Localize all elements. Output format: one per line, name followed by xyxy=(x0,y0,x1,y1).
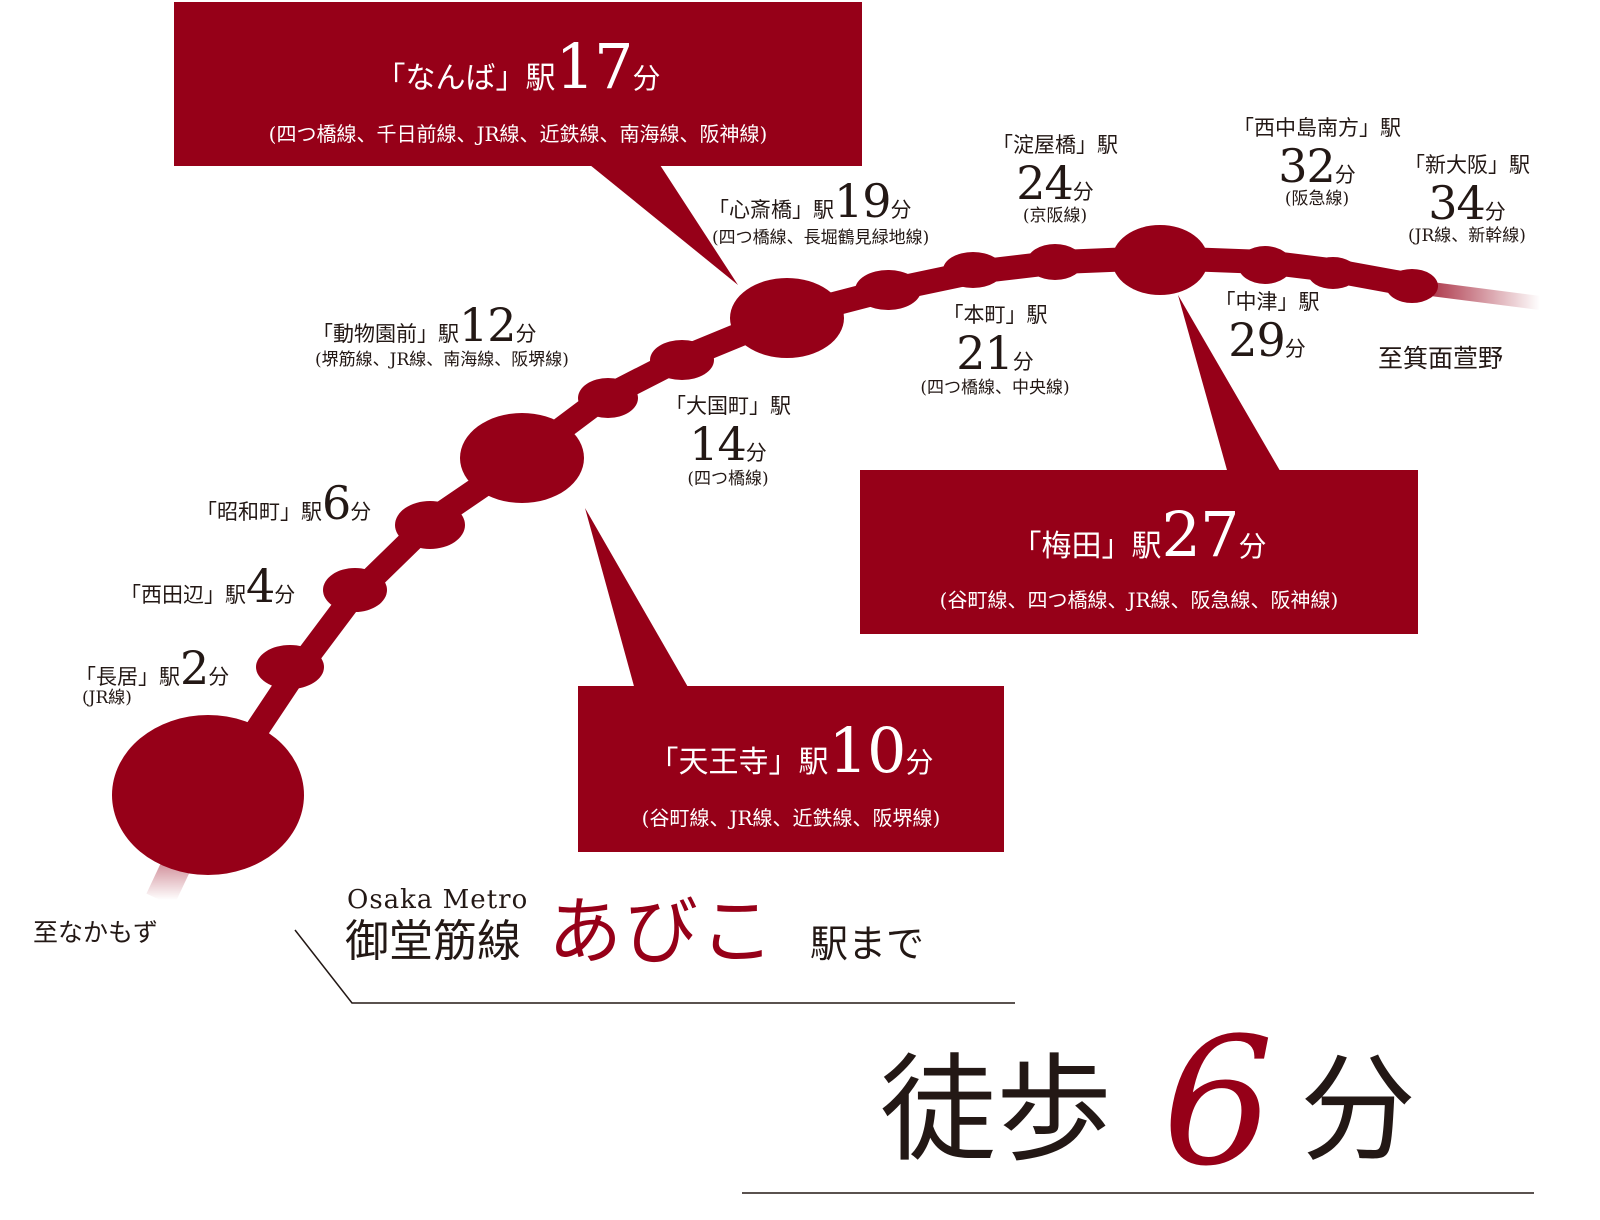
headline-company: Osaka Metro xyxy=(347,885,529,915)
station-nishinakajima-name: 「西中島南方」駅 xyxy=(1233,116,1401,140)
headline-rule-top xyxy=(294,929,1015,1004)
station-dobutsuen: 「動物園前」駅12分 xyxy=(312,302,537,348)
station-nakatsu: 「中津」駅 29分 xyxy=(1192,290,1342,364)
station-dot-daikokucho xyxy=(650,340,714,380)
station-dot-nakatsu xyxy=(1238,246,1292,284)
station-shinosaka: 「新大阪」駅 34分 (JR線、新幹線) xyxy=(1382,155,1552,245)
station-yodoyabashi: 「淀屋橋」駅 24分 (京阪線) xyxy=(975,135,1135,225)
station-nishitanabe-unit: 分 xyxy=(274,583,296,607)
walk-minutes: 6 xyxy=(1162,1000,1274,1205)
namba-unit: 分 xyxy=(632,62,661,95)
umeda-pointer xyxy=(1178,295,1290,488)
station-shinsaibashi-minutes: 19 xyxy=(834,174,892,228)
station-yodoyabashi-lines: (京阪線) xyxy=(1022,206,1088,226)
station-shinosaka-name: 「新大阪」駅 xyxy=(1404,153,1530,177)
station-daikokucho-name: 「大国町」駅 xyxy=(665,394,791,418)
station-showacho-name: 「昭和町」駅 xyxy=(196,500,322,524)
station-shinsaibashi: 「心斎橋」駅19分 xyxy=(708,178,912,224)
tennoji-callout: 「天王寺」駅10分 (谷町線、JR線、近鉄線、阪堺線) xyxy=(578,686,1004,852)
station-showacho-unit: 分 xyxy=(350,500,372,524)
station-dot-abiko xyxy=(112,715,304,875)
umeda-lines: (谷町線、四つ橋線、JR線、阪急線、阪神線) xyxy=(939,588,1339,612)
station-nagai: 「長居」駅2分 xyxy=(75,645,229,691)
station-daikokucho-unit: 分 xyxy=(745,441,767,465)
tennoji-minutes: 10 xyxy=(828,714,907,787)
station-nishitanabe-name: 「西田辺」駅 xyxy=(120,583,246,607)
station-dot-shinosaka xyxy=(1386,269,1438,303)
walk-unit: 分 xyxy=(1300,1043,1416,1178)
station-nishinakajima-unit: 分 xyxy=(1334,163,1356,187)
headline-line: 御堂筋線 xyxy=(345,916,521,967)
station-daikokucho-lines: (四つ橋線) xyxy=(687,469,769,489)
namba-pointer xyxy=(590,165,738,285)
namba-callout: 「なんば」駅17分 (四つ橋線、千日前線、JR線、近鉄線、南海線、阪神線) xyxy=(174,2,862,166)
station-yodoyabashi-unit: 分 xyxy=(1072,180,1094,204)
namba-minutes: 17 xyxy=(555,30,634,103)
station-hommachi-lines: (四つ橋線、中央線) xyxy=(920,378,1070,398)
station-dot-hommachi xyxy=(943,252,1003,288)
headline-station: あびこ xyxy=(548,889,776,975)
station-dot-nishitanabe xyxy=(323,568,387,612)
umeda-callout: 「梅田」駅27分 (谷町線、四つ橋線、JR線、阪急線、阪神線) xyxy=(860,470,1418,634)
station-dot-yodoyabashi xyxy=(1027,244,1083,280)
station-hommachi: 「本町」駅 21分 (四つ橋線、中央線) xyxy=(895,305,1095,397)
walk-label: 徒歩 xyxy=(880,1043,1112,1178)
tennoji-pointer xyxy=(585,508,700,708)
station-dot-dobutsuen xyxy=(578,378,638,418)
station-nishitanabe: 「西田辺」駅4分 xyxy=(120,563,295,609)
station-shinosaka-unit: 分 xyxy=(1484,200,1506,224)
station-dobutsuen-unit: 分 xyxy=(515,322,537,346)
station-daikokucho-minutes: 14 xyxy=(689,417,747,471)
umeda-unit: 分 xyxy=(1238,530,1267,563)
station-dot-shinsaibashi xyxy=(855,270,921,310)
station-yodoyabashi-minutes: 24 xyxy=(1016,156,1074,210)
station-nagai-name: 「長居」駅 xyxy=(75,665,180,689)
tennoji-unit: 分 xyxy=(905,746,934,779)
station-yodoyabashi-name: 「淀屋橋」駅 xyxy=(992,133,1118,157)
namba-name: 「なんば」駅 xyxy=(375,61,556,96)
station-nagai-lines: (JR線) xyxy=(82,688,132,708)
station-dot-nagai xyxy=(256,645,324,689)
station-showacho: 「昭和町」駅6分 xyxy=(196,480,371,526)
station-nagai-minutes: 2 xyxy=(180,641,209,695)
station-nishinakajima: 「西中島南方」駅 32分 (阪急線) xyxy=(1222,118,1412,208)
umeda-name: 「梅田」駅 xyxy=(1011,529,1162,564)
station-dot-nishinakajima xyxy=(1308,257,1358,289)
tennoji-name: 「天王寺」駅 xyxy=(648,745,829,780)
station-dobutsuen-minutes: 12 xyxy=(459,298,517,352)
station-nishinakajima-lines: (阪急線) xyxy=(1284,189,1350,209)
station-shinsaibashi-name: 「心斎橋」駅 xyxy=(708,198,834,222)
headline-suffix: 駅まで xyxy=(810,922,925,966)
tennoji-lines: (谷町線、JR線、近鉄線、阪堺線) xyxy=(641,806,941,830)
station-shinosaka-minutes: 34 xyxy=(1428,176,1486,230)
station-dot-umeda xyxy=(1112,225,1208,295)
station-showacho-minutes: 6 xyxy=(322,476,351,530)
station-hommachi-minutes: 21 xyxy=(956,326,1014,380)
station-dobutsuen-lines: (堺筋線、JR線、南海線、阪堺線) xyxy=(315,350,569,370)
station-shinsaibashi-unit: 分 xyxy=(890,198,912,222)
station-dot-namba xyxy=(730,278,844,358)
station-dobutsuen-name: 「動物園前」駅 xyxy=(312,322,459,346)
station-nakatsu-unit: 分 xyxy=(1284,337,1306,361)
station-nishinakajima-minutes: 32 xyxy=(1278,139,1336,193)
station-hommachi-unit: 分 xyxy=(1012,350,1034,374)
station-shinsaibashi-lines: (四つ橋線、長堀鶴見緑地線) xyxy=(712,228,930,248)
station-hommachi-name: 「本町」駅 xyxy=(942,303,1048,327)
station-nakatsu-name: 「中津」駅 xyxy=(1214,290,1320,314)
station-nagai-unit: 分 xyxy=(208,665,230,689)
station-dot-showacho xyxy=(395,501,465,549)
direction-south: 至なかもず xyxy=(33,918,159,947)
namba-lines: (四つ橋線、千日前線、JR線、近鉄線、南海線、阪神線) xyxy=(268,122,768,146)
station-nakatsu-minutes: 29 xyxy=(1228,313,1286,367)
station-daikokucho: 「大国町」駅 14分 (四つ橋線) xyxy=(648,396,808,488)
umeda-minutes: 27 xyxy=(1161,498,1240,571)
direction-north: 至箕面萱野 xyxy=(1378,344,1504,373)
station-dot-tennoji xyxy=(460,413,584,503)
station-nishitanabe-minutes: 4 xyxy=(246,559,275,613)
station-shinosaka-lines: (JR線、新幹線) xyxy=(1408,226,1526,246)
